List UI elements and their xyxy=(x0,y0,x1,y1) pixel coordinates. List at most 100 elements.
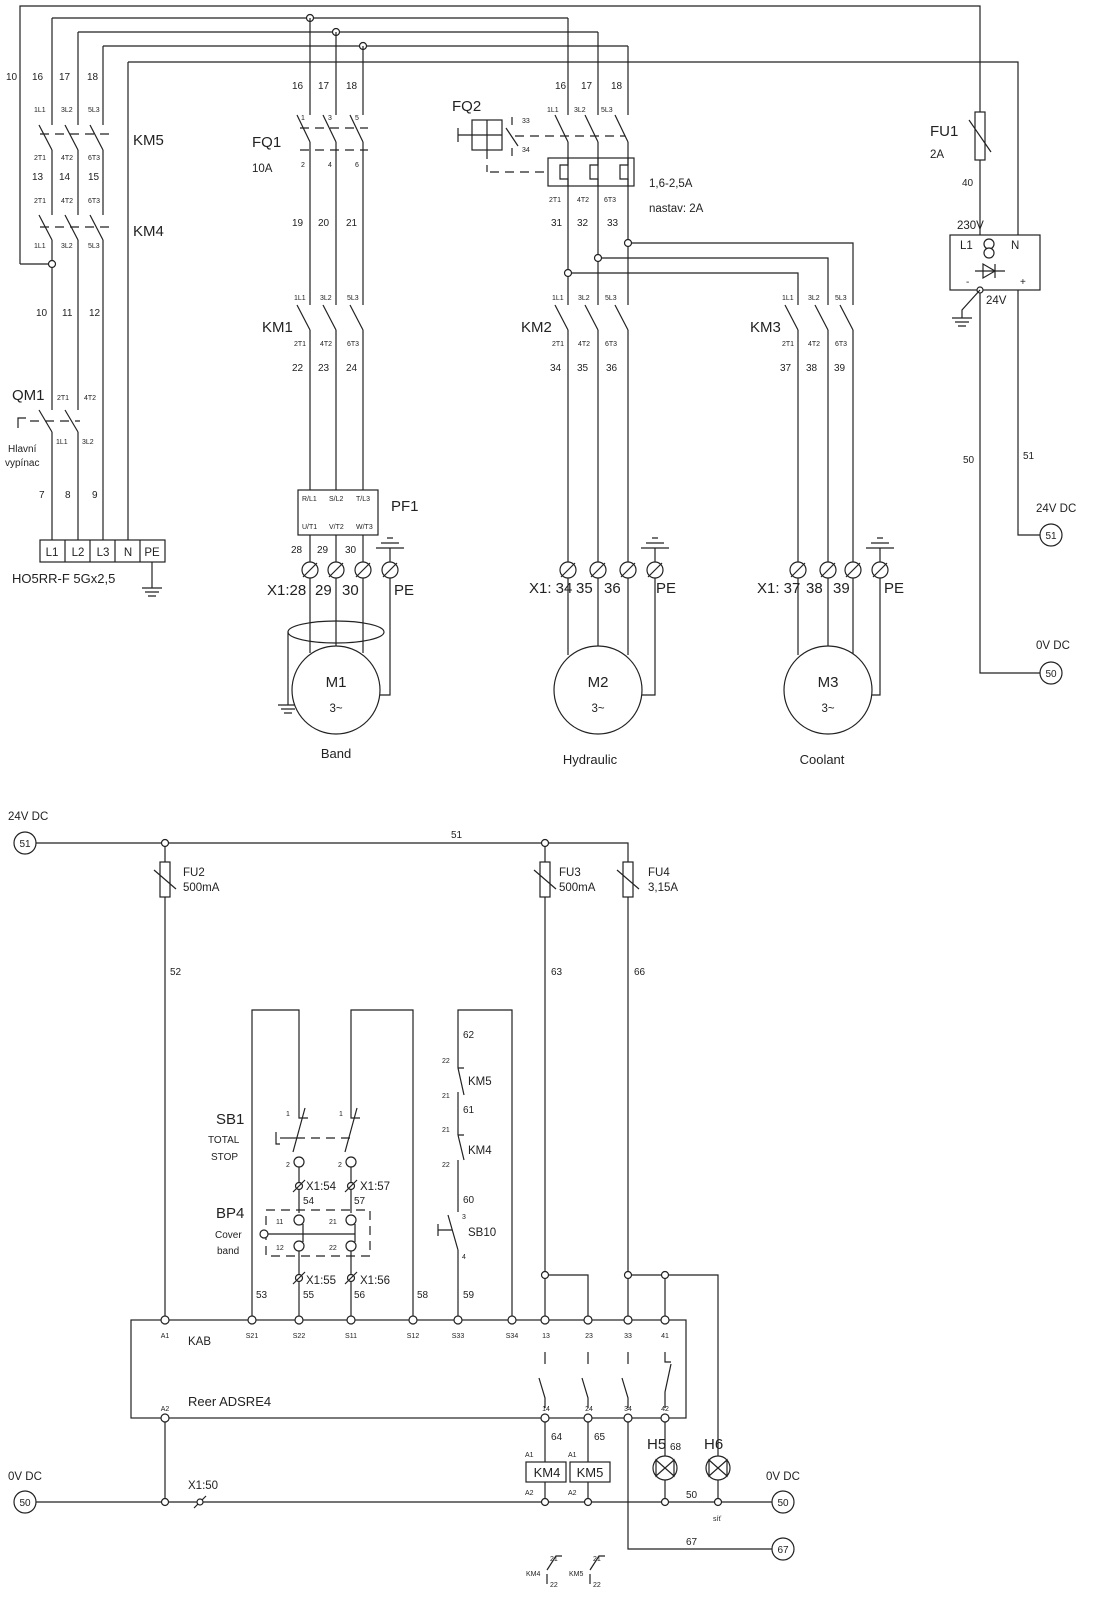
ground-icon xyxy=(952,317,972,327)
wire-number: 36 xyxy=(606,363,618,374)
motor-icon xyxy=(291,645,381,735)
pin-label: 12 xyxy=(276,1245,284,1252)
pin-label: 1L1 xyxy=(294,295,306,302)
aux-contact-km5 xyxy=(589,1555,605,1584)
fq2-operator-icon xyxy=(457,120,502,150)
relay-output-contact xyxy=(581,1352,589,1408)
wire xyxy=(642,578,656,696)
pin-label: 2 xyxy=(286,1162,290,1169)
psu-box xyxy=(949,234,1041,291)
contact-blade xyxy=(554,114,569,143)
ref-label-24v: 24V DC xyxy=(1036,503,1076,515)
pin-label: 2T1 xyxy=(294,341,306,348)
pin-label: 22 xyxy=(593,1582,601,1589)
relay-terminal xyxy=(160,1315,170,1325)
wire-number: 62 xyxy=(463,1030,475,1041)
fu4-label: FU4 xyxy=(648,867,670,879)
km5-contact-label: KM5 xyxy=(468,1076,492,1088)
relay-pin: S34 xyxy=(506,1333,519,1340)
terminal-slash xyxy=(344,1271,358,1285)
fu4-rating: 3,15A xyxy=(648,882,678,894)
wire xyxy=(979,160,1040,674)
pin-label: 3 xyxy=(328,115,332,122)
terminal-slash xyxy=(590,562,606,578)
contact-blade xyxy=(814,304,829,331)
aux-contact-label: KM5 xyxy=(569,1571,584,1578)
motor-label: M2 xyxy=(588,674,609,691)
fu2-label: FU2 xyxy=(183,867,205,879)
pin-label: 1L1 xyxy=(782,295,794,302)
wire-number: 20 xyxy=(318,218,330,229)
bp4-contact xyxy=(302,1224,356,1242)
fuse-slash xyxy=(616,869,640,890)
pin-label: 3L2 xyxy=(82,439,94,446)
terminal-slash xyxy=(355,562,371,578)
psu-earth-wire xyxy=(961,289,981,318)
sb1-description: TOTAL xyxy=(208,1135,240,1146)
wire-number: 17 xyxy=(581,81,593,92)
aux-contact-icon xyxy=(505,117,519,156)
relay-terminal xyxy=(623,1315,633,1325)
km4-contact-label: KM4 xyxy=(468,1145,492,1157)
pin-label: 6T3 xyxy=(88,155,100,162)
pin-label: 5 xyxy=(355,115,359,122)
pin-label: 4T2 xyxy=(808,341,820,348)
ref-number: 67 xyxy=(777,1545,789,1556)
wire-number: 18 xyxy=(346,81,358,92)
relay-pin: S33 xyxy=(452,1333,465,1340)
terminal-slash xyxy=(292,1179,306,1193)
ref-label-0v: 0V DC xyxy=(766,1471,800,1483)
contact-blade xyxy=(89,214,104,241)
junction-dot xyxy=(660,1497,670,1507)
terminal-label: X1: 34 xyxy=(529,580,572,597)
wire-number: 64 xyxy=(551,1432,563,1443)
ref-number: 50 xyxy=(777,1498,789,1509)
relay-pin: S22 xyxy=(293,1333,306,1340)
lamp-label-h6: H6 xyxy=(704,1436,723,1453)
terminal-label: X1:54 xyxy=(306,1181,337,1193)
pin-label: U/T1 xyxy=(302,524,317,531)
bp4-description: Cover xyxy=(215,1230,242,1241)
earth-icon xyxy=(641,537,669,562)
pin-label: 4T2 xyxy=(61,198,73,205)
wire-number: 50 xyxy=(963,455,975,466)
junction-dot xyxy=(713,1497,723,1507)
earth-icon xyxy=(376,537,404,562)
km4-label: KM4 xyxy=(133,223,164,240)
relay-terminal xyxy=(660,1315,670,1325)
hydraulic-motor-circuit: 16 17 18 FQ2 1L1 3L2 5L3 33 34 2T1 4T2 6… xyxy=(452,81,704,767)
junction-dot xyxy=(47,259,57,269)
relay-output-contact xyxy=(538,1352,546,1408)
wire-number: 11 xyxy=(62,308,73,319)
pin-label: 4T2 xyxy=(61,155,73,162)
pin-label: 1L1 xyxy=(56,439,68,446)
wire-number: 10 xyxy=(36,308,48,319)
pin-label: 21 xyxy=(442,1127,450,1134)
contact-terminal xyxy=(345,1214,357,1226)
wire-number: 57 xyxy=(354,1196,366,1207)
pin-label: 1L1 xyxy=(34,107,46,114)
terminal-label: 30 xyxy=(342,582,359,599)
bus-wire xyxy=(52,17,1019,235)
sb10-operator-icon xyxy=(437,1224,452,1236)
sb10-label: SB10 xyxy=(468,1227,496,1239)
qm1-main-switch: QM1 2T1 4T2 1L1 3L2 Hlavní vypínac 7 8 9 xyxy=(5,387,98,501)
wire-number: 39 xyxy=(834,363,846,374)
signal-lamp-fill xyxy=(655,1458,675,1478)
pf1-label: PF1 xyxy=(391,498,419,515)
wire-number: 67 xyxy=(686,1537,698,1548)
pin-label: 2T1 xyxy=(549,197,561,204)
terminal-slash xyxy=(820,562,836,578)
aux-contact-km4 xyxy=(546,1555,562,1584)
coil-pin: A1 xyxy=(525,1452,534,1459)
bp4-description: band xyxy=(217,1246,239,1257)
wire-number: 33 xyxy=(607,218,619,229)
contact-blade xyxy=(584,114,599,143)
wire-number: 18 xyxy=(87,72,99,83)
terminal-label: X1:56 xyxy=(360,1275,390,1287)
motor-icon xyxy=(783,645,873,735)
nc-contact-km4 xyxy=(457,1134,465,1161)
wire-number: 34 xyxy=(550,363,562,374)
terminal-label: PE xyxy=(884,580,904,597)
sb1-contact-blade xyxy=(298,1107,358,1131)
